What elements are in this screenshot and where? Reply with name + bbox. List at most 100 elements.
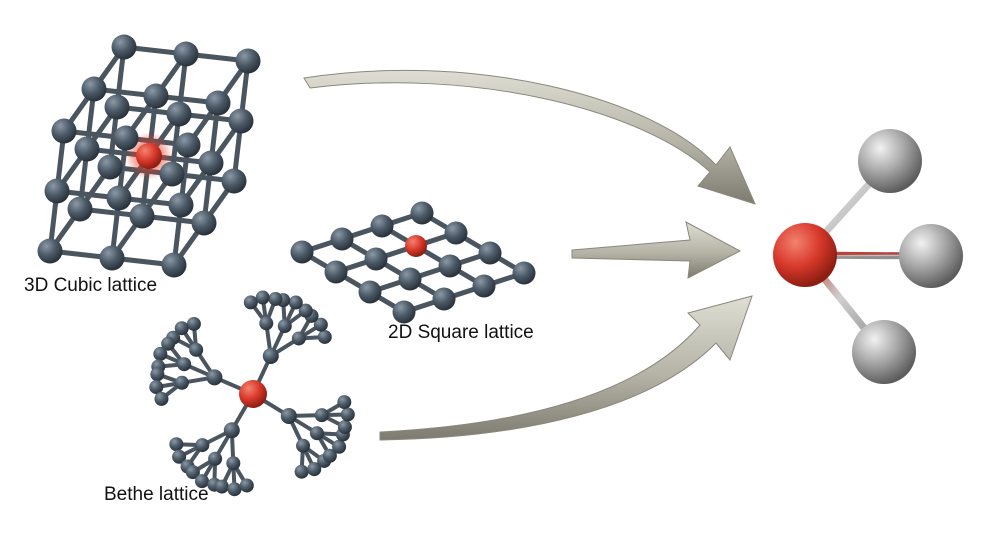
lattice-atom: [97, 154, 123, 180]
lattice-atom: [478, 241, 502, 265]
lattice-atom: [398, 267, 422, 291]
lattice-atom: [221, 168, 247, 194]
lattice-atom: [472, 274, 496, 298]
lattice-atom: [317, 329, 332, 344]
lattice-atom: [173, 41, 199, 67]
lattice-atom: [195, 474, 210, 489]
lattice-atom: [206, 369, 223, 386]
lattice-atom: [309, 426, 324, 441]
straight-arrow-icon: [571, 221, 742, 279]
lattice-atom: [37, 238, 63, 264]
lattice-atom: [512, 261, 536, 285]
lattice-atom: [67, 196, 93, 222]
lattice-atom: [44, 178, 70, 204]
lattice-atom: [239, 478, 254, 493]
central-atom-cluster-icon: [773, 129, 963, 384]
lattice-atom: [208, 451, 223, 466]
lattice-atom: [337, 395, 352, 410]
lattice-atom: [268, 291, 283, 306]
lattice-atom: [166, 101, 192, 127]
lattice-atom: [143, 83, 169, 109]
lattice-atom: [175, 132, 201, 158]
lattice-atom: [296, 438, 311, 453]
lattice-atom: [410, 201, 434, 225]
lattice-atom: [288, 295, 303, 310]
lattice-atom: [172, 449, 187, 464]
lattice-atom: [168, 192, 194, 218]
lattice-atom: [364, 247, 388, 271]
center-atom: [239, 380, 267, 408]
lattice-atom: [214, 479, 229, 494]
lattice-atom: [159, 161, 185, 187]
lattice-atom: [226, 456, 241, 471]
neighbor-atom: [852, 320, 916, 384]
3d-cubic-lattice-icon: [37, 34, 261, 278]
center-atom: [136, 143, 162, 169]
lattice-atom: [307, 462, 322, 477]
lattice-atom: [444, 221, 468, 245]
curved-arrow-icon: [379, 295, 753, 441]
bethe-lattice-icon: [149, 290, 355, 497]
lattice-atom: [332, 439, 347, 454]
square-lattice-label: 2D Square lattice: [388, 322, 534, 343]
lattice-atom: [228, 108, 254, 134]
lattice-atom: [81, 76, 107, 102]
lattice-atom: [111, 34, 137, 60]
lattice-atom: [189, 342, 204, 357]
lattice-atom: [322, 448, 337, 463]
lattice-atom: [259, 316, 274, 331]
lattice-atom: [205, 90, 231, 116]
lattice-atom: [337, 420, 352, 435]
lattice-atom: [227, 482, 242, 497]
neighbor-atom: [899, 224, 963, 288]
lattice-atom: [169, 437, 184, 452]
lattice-atom: [161, 336, 176, 351]
lattice-atom: [195, 438, 210, 453]
center-atom: [773, 223, 837, 287]
lattice-atom: [370, 214, 394, 238]
lattice-atom: [129, 203, 155, 229]
lattice-atom: [186, 316, 201, 331]
bethe-lattice-label: Bethe lattice: [104, 484, 209, 505]
lattice-atom: [330, 227, 354, 251]
lattice-atom: [161, 252, 187, 278]
lattice-atom: [314, 408, 329, 423]
lattice-atom: [243, 295, 258, 310]
lattice-atom: [150, 367, 165, 382]
lattice-atom: [177, 357, 192, 372]
curved-arrow-icon: [303, 69, 756, 205]
lattice-atom: [280, 407, 297, 424]
lattice-atom: [174, 375, 189, 390]
lattice-atom: [153, 346, 168, 361]
lattice-atom: [174, 321, 189, 336]
lattice-atom: [313, 317, 328, 332]
lattice-atom: [99, 245, 125, 271]
lattice-atom: [262, 347, 279, 364]
lattice-atom: [113, 125, 139, 151]
lattice-atom: [392, 300, 416, 324]
lattice-atom: [154, 391, 169, 406]
lattice-atom: [191, 210, 217, 236]
lattice-atom: [277, 319, 292, 334]
lattice-atom: [324, 260, 348, 284]
cubic-lattice-label: 3D Cubic lattice: [24, 275, 158, 296]
lattice-atom: [104, 94, 130, 120]
lattice-atom: [235, 48, 261, 74]
lattice-atom: [294, 464, 309, 479]
lattice-atom: [358, 280, 382, 304]
lattice-atom: [223, 422, 240, 439]
2d-square-lattice-icon: [290, 201, 536, 324]
lattice-atom: [185, 465, 200, 480]
lattice-atom: [51, 118, 77, 144]
lattice-atom: [255, 290, 270, 305]
lattice-atom: [106, 185, 132, 211]
lattice-atom: [432, 287, 456, 311]
lattice-atom: [290, 240, 314, 264]
center-atom: [405, 235, 427, 257]
arrows-group: [303, 69, 756, 441]
lattice-atom: [149, 380, 164, 395]
neighbor-atom: [858, 129, 922, 193]
lattice-atom: [298, 303, 313, 318]
lattice-atom: [340, 407, 355, 422]
